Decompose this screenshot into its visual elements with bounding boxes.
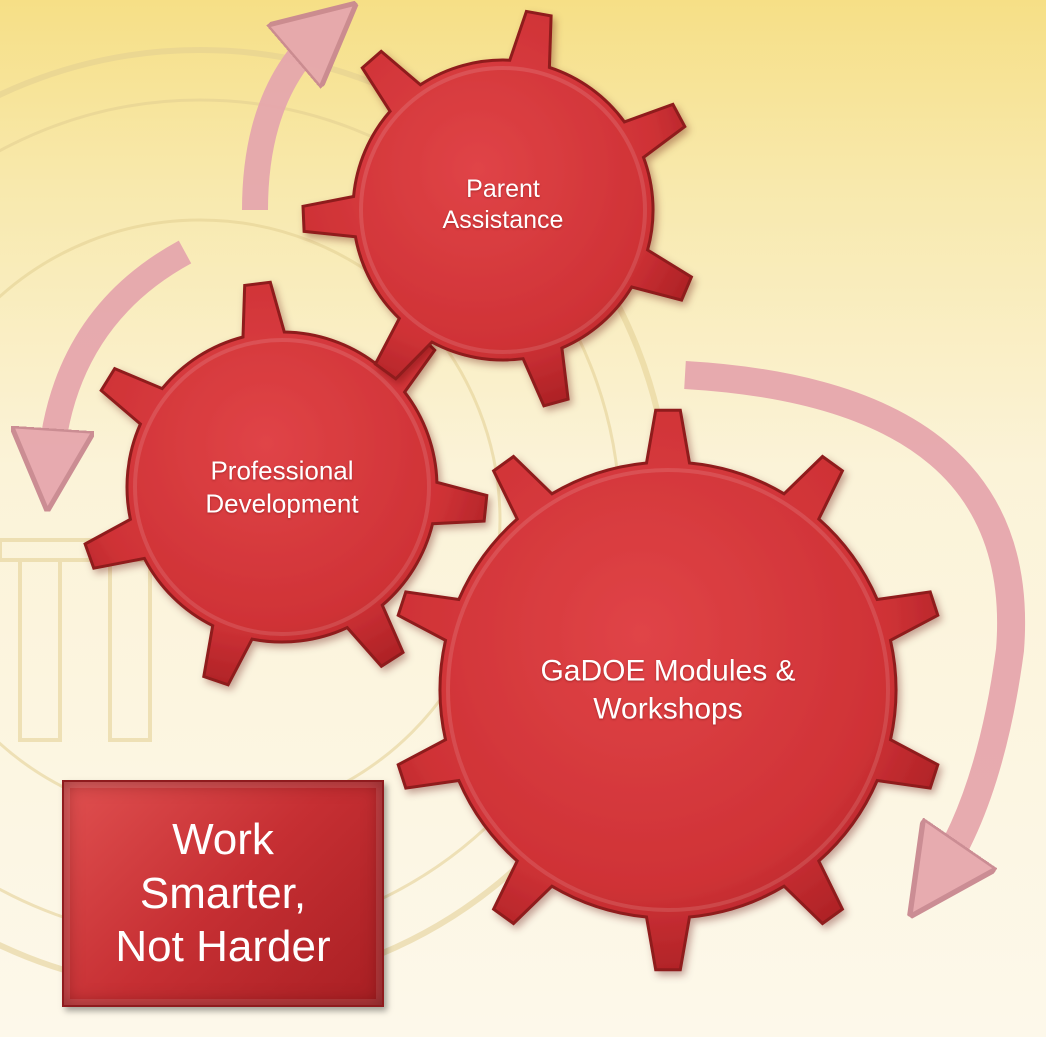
gear-highlight-modules [446,468,890,912]
gear-highlight-professional [133,338,431,636]
gear-parent [301,9,694,408]
gear-professional [83,280,489,687]
gear-label-parent-assistance: Parent Assistance [442,174,564,234]
tagline-text: Work Smarter, Not Harder [115,814,331,972]
gear-shape-modules [396,408,940,972]
gear-modules [396,408,940,972]
arrow-to-modules [684,361,1026,880]
gear-highlight-parent [359,66,647,354]
tagline-box: Work Smarter, Not Harder [62,780,384,1007]
gear-label-gadoe-modules: GaDOE Modules & Workshops [540,654,796,726]
arrow-to-parent [242,30,325,211]
gear-label-professional-development: Professional Development [205,455,359,519]
arrow-to-professional [50,240,192,470]
